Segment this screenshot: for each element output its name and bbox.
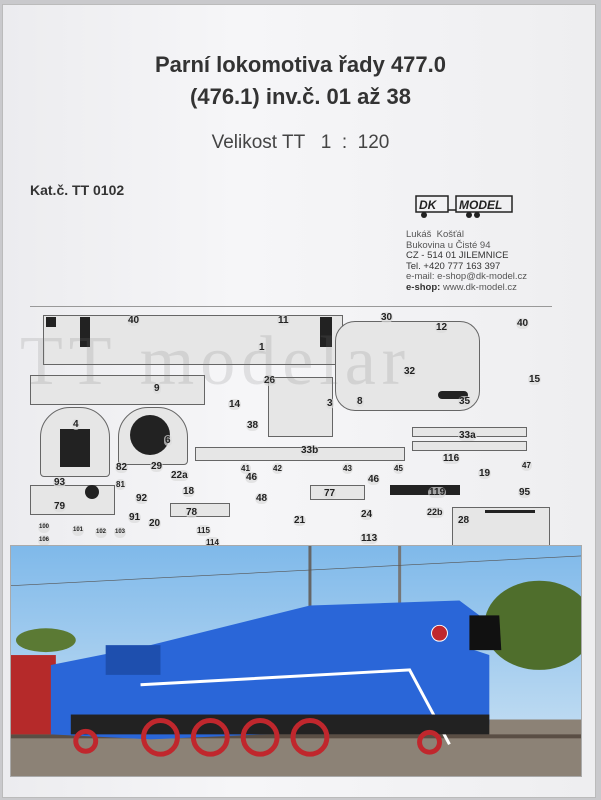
catalog-number: Kat.č. TT 0102 <box>30 182 125 198</box>
part-label: 32 <box>403 366 417 377</box>
part-label: 43 <box>342 463 353 474</box>
scale-text: Velikost TT 1 : 120 <box>211 132 390 153</box>
eshop-url: www.dk-model.cz <box>440 281 517 293</box>
part-label: 8 <box>356 396 364 407</box>
part-label: 20 <box>148 518 162 529</box>
part-label: 101 <box>72 525 85 536</box>
part-label: 81 <box>115 479 126 490</box>
part-label: 79 <box>53 501 67 512</box>
part-label: 26 <box>263 375 277 386</box>
part-label: 33a <box>458 430 477 441</box>
part-label: 48 <box>255 493 269 504</box>
part-label: 119 <box>428 487 447 498</box>
title-line-2: (476.1) inv.č. 01 až 38 <box>190 84 411 109</box>
part-label: 14 <box>228 399 242 410</box>
part-label: 33b <box>300 445 320 456</box>
part-label: 12 <box>435 322 449 333</box>
part-label: 77 <box>323 488 337 499</box>
part-label: 29 <box>150 461 164 472</box>
parts-sheet: 40 11 1 30 12 40 32 15 9 26 14 3 8 35 4 … <box>30 306 552 548</box>
part-label: 100 <box>38 522 51 533</box>
part-label: 91 <box>128 512 142 523</box>
part-label: 38 <box>246 420 260 431</box>
title-line-1: Parní lokomotiva řady 477.0 <box>154 52 447 77</box>
part-label: 95 <box>518 487 532 498</box>
part-label: 22a <box>170 470 189 481</box>
part-label: 103 <box>114 527 127 538</box>
part-label: 19 <box>478 468 492 479</box>
part-label: 30 <box>380 312 394 323</box>
part-label: 47 <box>521 460 532 471</box>
part-label: 116 <box>442 453 461 464</box>
part-label: 106 <box>38 535 51 546</box>
part-label: 24 <box>360 509 374 520</box>
part-label: 46 <box>245 472 259 483</box>
part-label: 28 <box>457 515 471 526</box>
svg-text:MODEL: MODEL <box>459 198 502 212</box>
dk-model-logo: DK MODEL <box>415 195 513 218</box>
part-label: 9 <box>153 383 161 394</box>
part-label: 93 <box>53 477 67 488</box>
part-label: 41 <box>240 463 251 474</box>
publisher-city: CZ - 514 01 JILEMNICE <box>406 250 509 261</box>
part-label: 40 <box>516 318 530 329</box>
part-label: 82 <box>115 462 129 473</box>
publisher-phone: Tel. +420 777 163 397 <box>406 260 501 272</box>
part-label: 42 <box>272 463 283 474</box>
part-label: 3 <box>326 398 334 409</box>
part-label: 15 <box>528 374 542 385</box>
publisher-name: Lukáš Košťál <box>406 229 464 240</box>
publisher-email: e-mail: e-shop@dk-model.cz <box>406 271 528 282</box>
part-label: 102 <box>95 527 108 538</box>
part-label: 11 <box>277 315 290 326</box>
part-label: 92 <box>135 493 149 504</box>
part-label: 22b <box>426 507 444 518</box>
part-label: 78 <box>185 507 199 518</box>
locomotive-photo <box>10 545 582 777</box>
part-label: 1 <box>258 342 266 353</box>
part-label: 115 <box>196 525 211 536</box>
watermark: TT modelar <box>20 323 412 400</box>
publisher-address: Lukáš Košťál Bukovina u Čisté 94 CZ - 51… <box>406 229 528 293</box>
part-label: 6 <box>164 435 172 446</box>
svg-text:DK: DK <box>419 198 438 212</box>
part-label: 21 <box>293 515 307 526</box>
part-label: 46 <box>367 474 381 485</box>
publisher-street: Bukovina u Čisté 94 <box>406 239 491 251</box>
part-label: 113 <box>360 533 379 544</box>
part-label: 40 <box>127 315 141 326</box>
part-label: 4 <box>72 419 80 430</box>
part-label: 18 <box>182 486 196 497</box>
part-label: 35 <box>458 396 472 407</box>
part-label: 114 <box>205 537 220 548</box>
part-label: 45 <box>393 463 404 474</box>
eshop-label: e-shop: <box>406 281 441 293</box>
